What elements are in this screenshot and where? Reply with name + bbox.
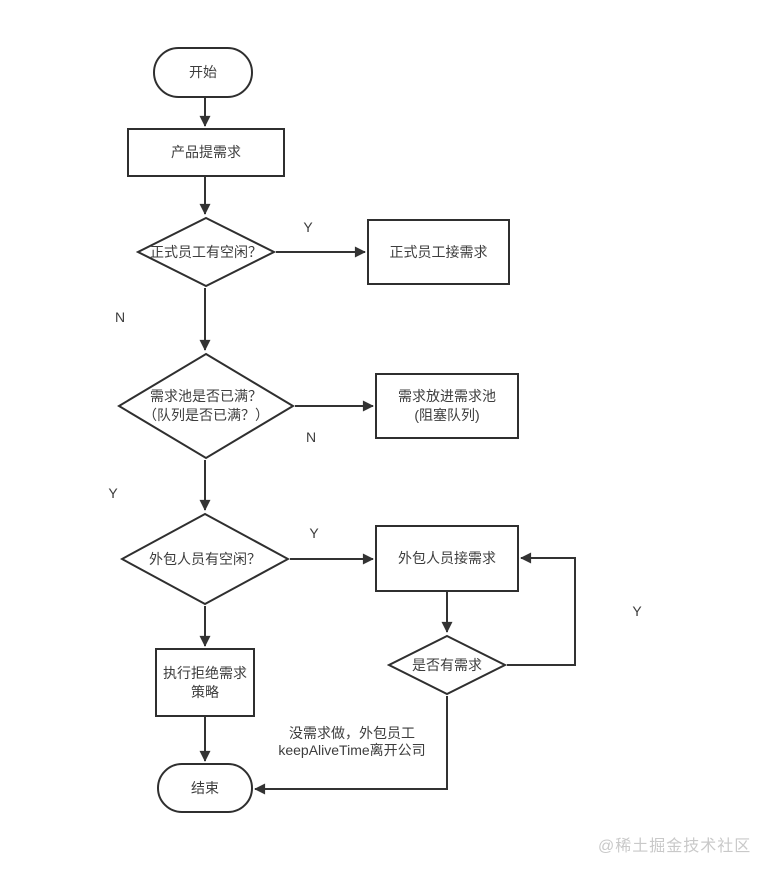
- node-end: 结束: [157, 763, 253, 813]
- node-start: 开始: [153, 47, 253, 98]
- pool-put-line1: 需求放进需求池: [398, 388, 496, 404]
- keepalive-note: 没需求做，外包员工 keepAliveTime离开公司: [278, 725, 425, 759]
- node-end-label: 结束: [191, 779, 219, 796]
- node-formal-take-label: 正式员工接需求: [389, 243, 488, 260]
- pool-full-line1: 需求池是否已满？: [150, 388, 262, 404]
- node-product-request-label: 产品提需求: [171, 144, 241, 160]
- keepalive-note-line1: 没需求做，外包员工: [288, 725, 415, 741]
- reject-line2: 策略: [191, 683, 219, 700]
- node-outsource-free-decision: 外包人员有空闲？: [120, 512, 290, 606]
- arrow-has-demand-loop-to-outsource-take: [507, 552, 576, 666]
- node-outsource-free-label: 外包人员有空闲？: [149, 550, 261, 567]
- node-reject-policy-label: 执行拒绝需求 策略: [163, 664, 247, 702]
- node-formal-take: 正式员工接需求: [367, 219, 510, 285]
- node-pool-put: 需求放进需求池 (阻塞队列): [375, 373, 519, 439]
- node-pool-full-decision: 需求池是否已满？ （队列是否已满？）: [117, 352, 295, 460]
- node-start-label: 开始: [189, 64, 217, 80]
- reject-line1: 执行拒绝需求: [163, 664, 247, 681]
- node-product-request: 产品提需求: [127, 128, 285, 177]
- node-formal-free-decision: 正式员工有空闲？: [136, 216, 276, 288]
- keepalive-note-line2: keepAliveTime离开公司: [278, 742, 426, 758]
- node-formal-free-label: 正式员工有空闲？: [150, 243, 262, 260]
- node-outsource-take: 外包人员接需求: [375, 525, 519, 592]
- edge-label-pool-full-yes: Y: [108, 485, 118, 501]
- node-pool-put-label: 需求放进需求池 (阻塞队列): [398, 387, 496, 425]
- arrow-has-demand-to-end: [254, 696, 448, 795]
- pool-full-line2: （队列是否已满？）: [143, 407, 269, 423]
- edge-label-formal-free-yes: Y: [303, 219, 313, 235]
- pool-put-line2: (阻塞队列): [414, 407, 480, 423]
- node-has-demand-decision: 是否有需求: [387, 634, 507, 696]
- edge-label-outsource-free-yes: Y: [309, 525, 319, 541]
- diamond-shape: [117, 352, 295, 460]
- node-reject-policy: 执行拒绝需求 策略: [155, 648, 255, 717]
- edge-label-has-demand-yes: Y: [632, 603, 642, 619]
- node-outsource-take-label: 外包人员接需求: [398, 550, 496, 566]
- node-pool-full-label: 需求池是否已满？ （队列是否已满？）: [143, 387, 269, 425]
- diamond-shape: [387, 634, 507, 696]
- edge-label-formal-free-no: N: [114, 309, 126, 325]
- edge-label-pool-full-no: N: [305, 429, 317, 445]
- diamond-shape: [136, 216, 276, 288]
- node-has-demand-label: 是否有需求: [412, 656, 482, 673]
- diamond-shape: [120, 512, 290, 606]
- watermark: @稀土掘金技术社区: [598, 838, 752, 855]
